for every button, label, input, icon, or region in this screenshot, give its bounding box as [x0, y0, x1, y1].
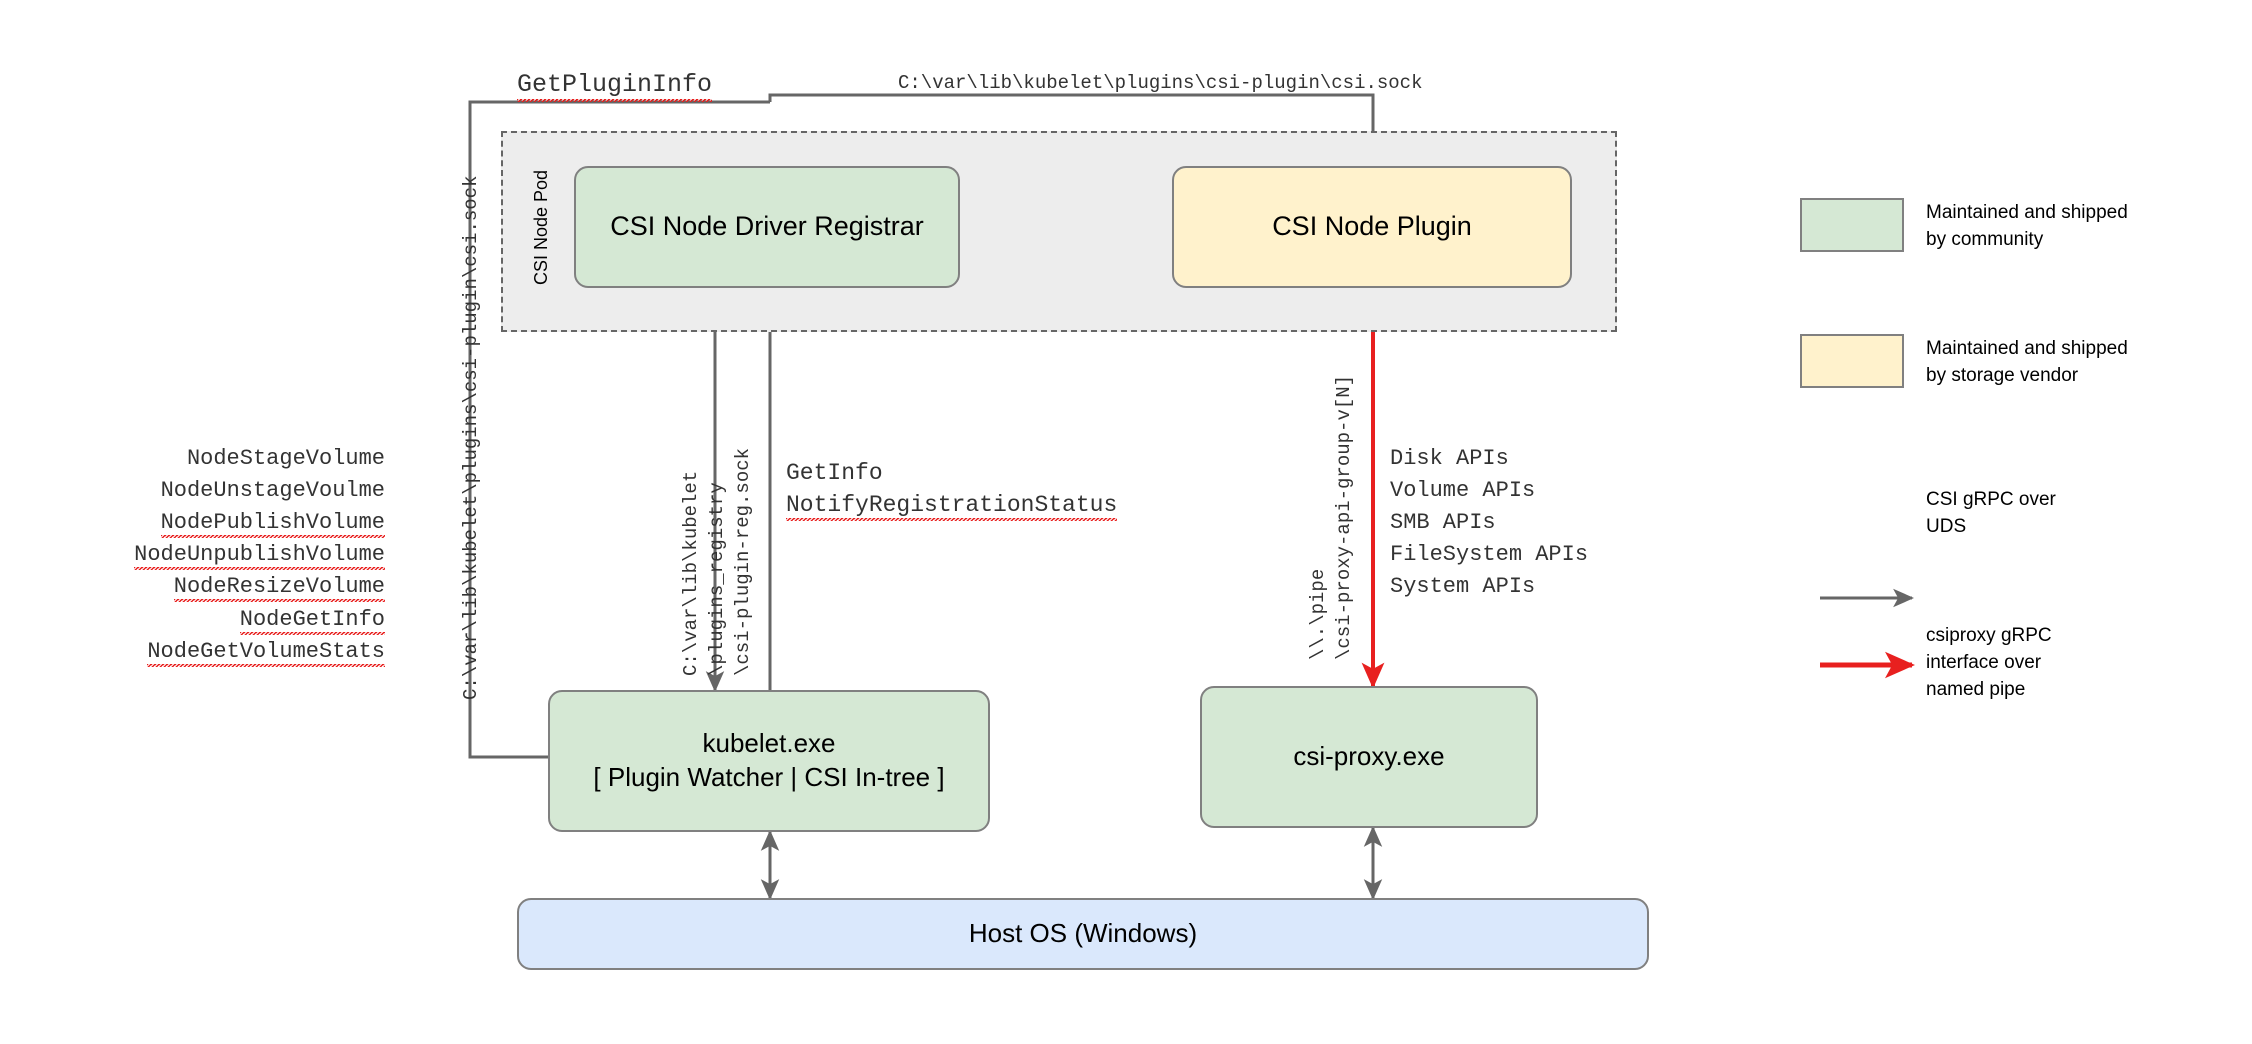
legend-label-csi-grpc-uds: CSI gRPC over UDS [1926, 489, 2056, 537]
node-csi-node-driver-registrar[interactable]: CSI Node Driver Registrar [574, 166, 960, 288]
csi-node-rpc-list: NodeStageVolume NodeUnstageVoulme NodePu… [105, 443, 385, 668]
legend-label-csiproxy-grpc-pipe: csiproxy gRPC interface over named pipe [1926, 625, 2052, 700]
node-csi-node-plugin[interactable]: CSI Node Plugin [1172, 166, 1572, 288]
api-item: SMB APIs [1390, 510, 1496, 536]
rpc-label: NodeGetInfo [239, 606, 385, 635]
api-item: FileSystem APIs [1390, 542, 1589, 568]
label-csi-sock-path-top: C:\var\lib\kubelet\plugins\csi-plugin\cs… [898, 72, 1423, 94]
node-host-os-label: Host OS (Windows) [968, 918, 1198, 949]
rpc-item: NodeUnstageVoulme [105, 475, 385, 507]
legend-swatch-vendor [1800, 334, 1904, 388]
label-get-plugin-info: GetPluginInfo [517, 70, 713, 102]
rpc-item: NodeUnpublishVolume [105, 539, 385, 571]
node-csi-proxy-exe-label: csi-proxy.exe [1293, 741, 1445, 772]
rpc-label: NodeUnpublishVolume [134, 542, 385, 571]
label-registry-sock-path-line3: \csi-plugin-reg.sock [732, 447, 754, 676]
label-registry-sock-path-line1: C:\var\lib\kubelet [680, 470, 702, 676]
label-named-pipe-line1: \\.\pipe [1307, 568, 1329, 660]
rpc-item: NodeGetInfo [105, 604, 385, 636]
node-csi-proxy-exe[interactable]: csi-proxy.exe [1200, 686, 1538, 828]
legend-swatch-community [1800, 198, 1904, 252]
rpc-label: NodePublishVolume [160, 510, 385, 539]
rpc-item: NodeGetVolumeStats [105, 636, 385, 668]
rpc-item: NodePublishVolume [105, 507, 385, 539]
rpc-item: NodeResizeVolume [105, 571, 385, 603]
node-host-os[interactable]: Host OS (Windows) [517, 898, 1649, 970]
api-item: Volume APIs [1390, 478, 1536, 504]
rpc-item: NodeStageVolume [105, 443, 385, 475]
rpc-label: NodeUnstageVoulme [160, 478, 385, 504]
node-kubelet-exe[interactable]: kubelet.exe [ Plugin Watcher | CSI In-tr… [548, 690, 990, 832]
label-getinfo-rpc: GetInfo [786, 460, 883, 486]
label-registry-sock-path-line2: \plugins_registry [706, 482, 728, 676]
label-csi-sock-path-vertical: C:\var\lib\kubelet\plugins\csi-plugin\cs… [460, 175, 482, 701]
node-kubelet-exe-subtitle: [ Plugin Watcher | CSI In-tree ] [593, 762, 945, 792]
csi-proxy-api-list: Disk APIs Volume APIs SMB APIs FileSyste… [1390, 443, 1588, 604]
label-notifyregistrationstatus-rpc: NotifyRegistrationStatus [786, 492, 1118, 521]
legend-label-vendor: Maintained and shipped by storage vendor [1926, 338, 2128, 386]
rpc-label: NodeStageVolume [186, 446, 385, 471]
api-item: Disk APIs [1390, 446, 1509, 471]
node-csi-node-driver-registrar-label: CSI Node Driver Registrar [610, 211, 924, 242]
node-kubelet-exe-label: kubelet.exe [702, 728, 836, 759]
node-csi-node-plugin-label: CSI Node Plugin [1272, 211, 1472, 242]
rpc-label: NodeResizeVolume [173, 574, 385, 603]
csi-node-pod-label: CSI Node Pod [531, 169, 551, 285]
rpc-label: NodeGetVolumeStats [147, 638, 385, 667]
label-named-pipe-line2: \csi-proxy-api-group-v[N] [1333, 374, 1355, 660]
legend-label-community: Maintained and shipped by community [1926, 202, 2128, 250]
api-item: System APIs [1390, 574, 1536, 600]
